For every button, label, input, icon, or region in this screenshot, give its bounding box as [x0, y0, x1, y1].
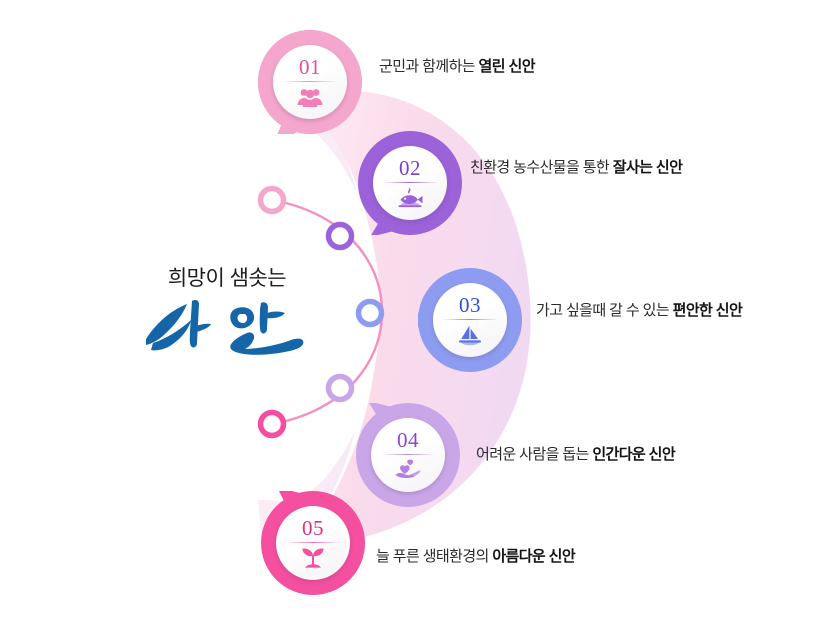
step-number-1: 01 [299, 54, 321, 79]
sprout-icon [302, 547, 324, 568]
hand-heart-icon [395, 459, 421, 478]
connector-node-5 [257, 409, 287, 439]
step-label-3-bold: 편안한 신안 [672, 302, 743, 319]
badge-inner-2: 02 [373, 146, 447, 220]
step-label-2: 친환경 농수산물을 통한 잘사는 신안 [470, 159, 683, 176]
step-badge-4[interactable]: 04 [356, 403, 460, 507]
step-label-3-plain: 가고 싶을때 갈 수 있는 [536, 302, 673, 319]
connector-node-3 [355, 298, 385, 328]
step-number-4: 04 [397, 427, 419, 452]
step-label-1-plain: 군민과 함께하는 [379, 58, 479, 75]
step-label-3: 가고 싶을때 갈 수 있는 편안한 신안 [536, 302, 743, 319]
sailboat-icon [459, 325, 481, 345]
badge-divider-3 [442, 318, 498, 320]
badge-inner-1: 01 [273, 45, 347, 119]
brand-logo: 희망이 샘솟는 [132, 268, 322, 357]
connector-node-4 [325, 373, 355, 403]
step-label-2-bold: 잘사는 신안 [612, 159, 683, 176]
step-label-4: 어려운 사람을 돕는 인간다운 신안 [476, 446, 676, 463]
step-label-5-bold: 아름다운 신안 [492, 548, 576, 565]
step-label-5: 늘 푸른 생태환경의 아름다운 신안 [376, 548, 576, 565]
step-label-4-plain: 어려운 사람을 돕는 [476, 446, 593, 463]
badge-divider-2 [382, 181, 438, 183]
step-number-2: 02 [399, 155, 421, 180]
badge-inner-5: 05 [276, 506, 350, 580]
step-number-3: 03 [459, 292, 481, 317]
badge-divider-1 [282, 80, 338, 82]
step-label-5-plain: 늘 푸른 생태환경의 [376, 548, 493, 565]
connector-node-1 [257, 185, 287, 215]
step-label-4-bold: 인간다운 신안 [592, 446, 676, 463]
badge-inner-4: 04 [371, 418, 445, 492]
step-badge-2[interactable]: 02 [358, 131, 462, 235]
connector-node-2 [325, 221, 355, 251]
badge-divider-4 [380, 453, 436, 455]
people-group-icon [297, 88, 323, 107]
step-label-2-plain: 친환경 농수산물을 통한 [470, 159, 613, 176]
step-label-1: 군민과 함께하는 열린 신안 [379, 58, 536, 75]
step-number-5: 05 [302, 515, 324, 540]
badge-inner-3: 03 [433, 283, 507, 357]
step-badge-3[interactable]: 03 [418, 268, 522, 372]
logo-tagline: 희망이 샘솟는 [167, 267, 287, 290]
logo-wordmark-sinan [146, 300, 304, 355]
step-label-1-bold: 열린 신안 [478, 58, 536, 75]
badge-divider-5 [285, 541, 341, 543]
step-badge-5[interactable]: 05 [261, 491, 365, 595]
fish-platter-icon [398, 187, 423, 207]
step-badge-1[interactable]: 01 [258, 30, 362, 134]
